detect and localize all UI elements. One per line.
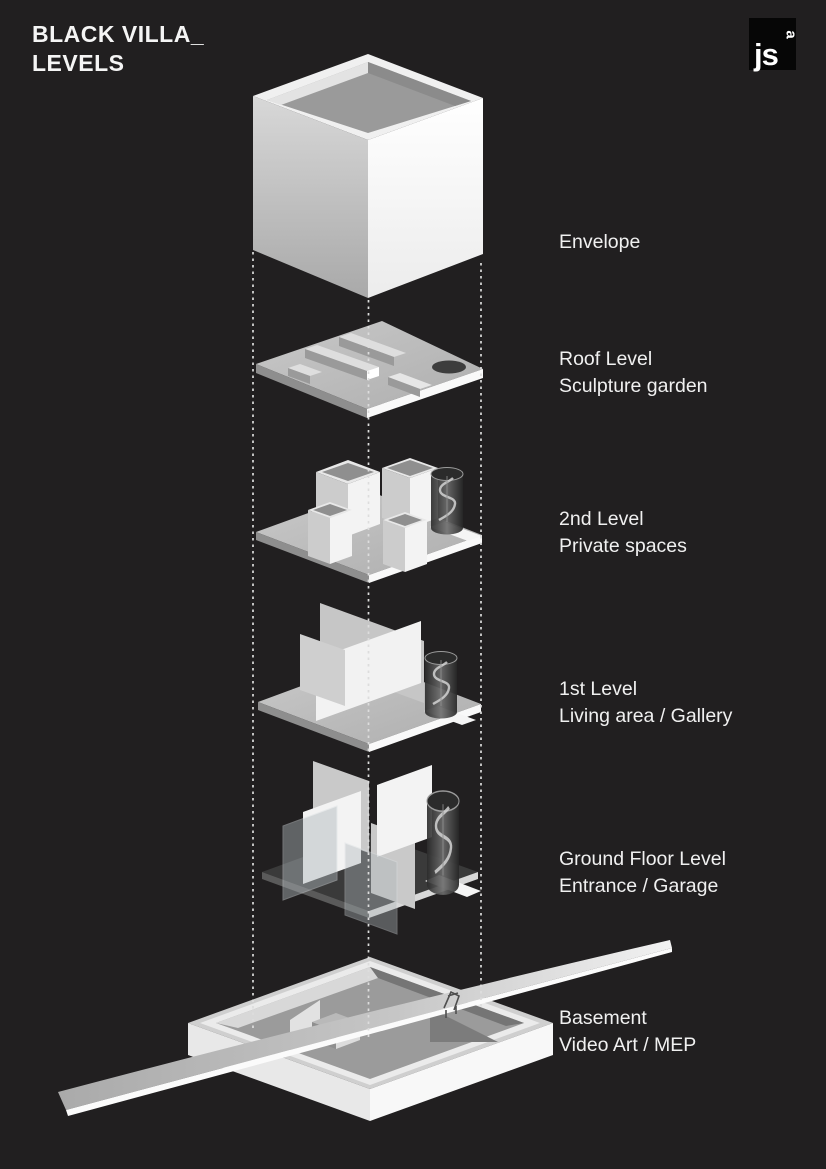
envelope-model (253, 54, 483, 298)
level-name: Basement (559, 1007, 647, 1029)
spiral-stair-cylinder (423, 650, 459, 720)
spiral-stair-cylinder (425, 789, 461, 897)
first-level-model (258, 603, 481, 752)
label-ground-floor-level: Ground Floor Level Entrance / Garage (559, 846, 726, 900)
level-sublabel: Video Art / MEP (559, 1034, 697, 1056)
driveway-ramp (58, 940, 672, 1116)
label-2nd-level: 2nd Level Private spaces (559, 506, 687, 560)
title-line2: LEVELS (32, 50, 125, 76)
roof-model (256, 321, 483, 418)
level-sublabel: Sculpture garden (559, 375, 708, 397)
level-sublabel: Entrance / Garage (559, 875, 719, 897)
jsa-logo: js a (749, 18, 799, 72)
title-line1: BLACK VILLA_ (32, 21, 205, 47)
room-box (308, 502, 352, 564)
level-sublabel: Living area / Gallery (559, 705, 733, 727)
page-title: BLACK VILLA_ LEVELS (32, 20, 204, 78)
label-1st-level: 1st Level Living area / Gallery (559, 676, 732, 730)
level-name: Roof Level (559, 348, 653, 370)
spiral-stair-cylinder (429, 466, 465, 536)
roof-circular-opening (432, 360, 466, 374)
label-envelope: Envelope (559, 229, 640, 256)
ground-level-model (262, 761, 481, 935)
video-art-sculpture (443, 990, 460, 1018)
second-level-model (256, 458, 482, 583)
room-box (383, 512, 427, 572)
level-name: Envelope (559, 231, 641, 253)
interior-wedge (430, 1008, 498, 1042)
level-sublabel: Private spaces (559, 535, 687, 557)
label-basement: Basement Video Art / MEP (559, 1005, 696, 1059)
level-name: 1st Level (559, 678, 638, 700)
basement-model (58, 940, 672, 1121)
logo-js-text: js (754, 37, 779, 72)
level-name: 2nd Level (559, 508, 644, 530)
level-name: Ground Floor Level (559, 848, 726, 870)
label-roof-level: Roof Level Sculpture garden (559, 346, 708, 400)
projection-guides (252, 252, 482, 1040)
